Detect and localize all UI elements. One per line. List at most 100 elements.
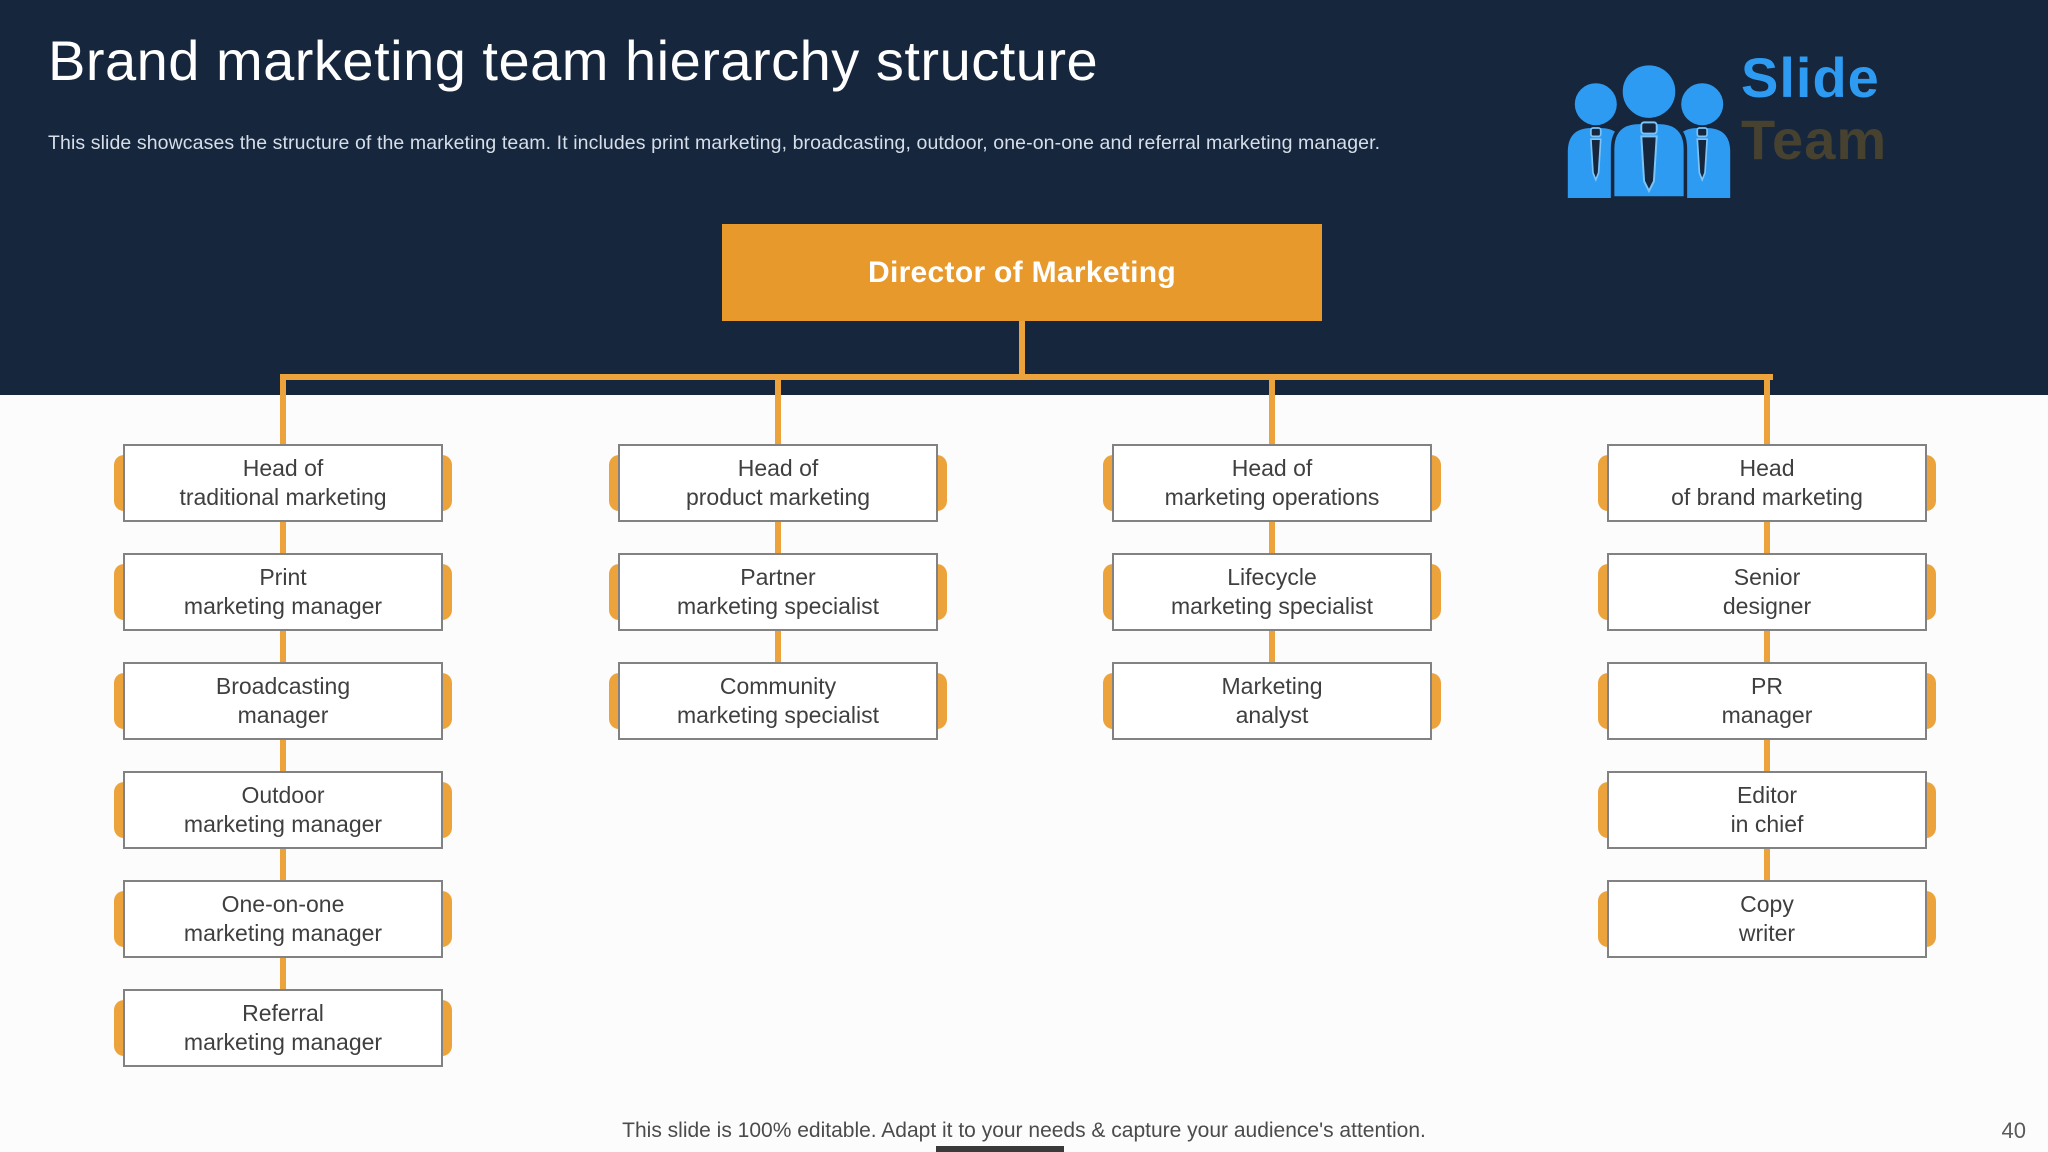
- org-node-label-line: marketing manager: [183, 593, 383, 619]
- org-node-label-line: Print: [259, 563, 307, 590]
- org-node-label-line: marketing operations: [1164, 484, 1380, 510]
- logo-word-slide: Slide: [1741, 46, 1880, 109]
- org-node-box: Head of brand marketing: [1607, 444, 1927, 522]
- org-node-label-line: Broadcasting: [215, 672, 351, 699]
- org-node: Marketing analyst: [1103, 662, 1441, 740]
- org-node-box: Community marketing specialist: [618, 662, 938, 740]
- org-node-box: Head of product marketing: [618, 444, 938, 522]
- org-node-label-line: marketing specialist: [677, 702, 879, 728]
- org-node: Copy writer: [1598, 880, 1936, 958]
- org-node-label-line: marketing manager: [183, 1029, 383, 1055]
- connector-link: [1764, 849, 1770, 880]
- slide-subtitle: This slide showcases the structure of th…: [48, 132, 1381, 154]
- org-node-label-line: marketing manager: [183, 920, 383, 946]
- org-node-box: Senior designer: [1607, 553, 1927, 631]
- director-box: Director of Marketing: [722, 224, 1322, 321]
- org-node: Senior designer: [1598, 553, 1936, 631]
- org-node-label-line: analyst: [1235, 702, 1309, 728]
- bottom-bar: [936, 1146, 1064, 1152]
- org-node-label-line: Editor: [1736, 781, 1798, 808]
- connector-link: [775, 522, 781, 553]
- org-node-box: Marketing analyst: [1112, 662, 1432, 740]
- org-node-label-line: Community: [719, 672, 837, 699]
- org-node-box: Referral marketing manager: [123, 989, 443, 1067]
- slideteam-logo: Slide Team: [1565, 50, 1985, 200]
- connector-link: [775, 631, 781, 662]
- connector-link: [1764, 740, 1770, 771]
- slide-footer: This slide is 100% editable. Adapt it to…: [622, 1119, 1426, 1142]
- org-node: Head of marketing operations: [1103, 444, 1441, 522]
- org-node: Referral marketing manager: [114, 989, 452, 1067]
- org-node-label-line: designer: [1722, 593, 1812, 619]
- org-node-label-line: marketing specialist: [677, 593, 879, 619]
- connector-link: [1269, 522, 1275, 553]
- org-node-box: Editor in chief: [1607, 771, 1927, 849]
- org-node: Community marketing specialist: [609, 662, 947, 740]
- org-node-label-line: Head of: [737, 454, 819, 481]
- org-node-label-line: Marketing: [1221, 672, 1323, 699]
- org-node-box: Partner marketing specialist: [618, 553, 938, 631]
- org-node-box: Outdoor marketing manager: [123, 771, 443, 849]
- org-node-label-line: Partner: [740, 563, 816, 590]
- org-node-label-line: writer: [1738, 920, 1796, 946]
- org-node-label-line: manager: [237, 702, 329, 728]
- org-node-box: One-on-one marketing manager: [123, 880, 443, 958]
- org-node-box: Broadcasting manager: [123, 662, 443, 740]
- org-node-label-line: product marketing: [685, 484, 871, 510]
- org-node-label-line: of brand marketing: [1671, 484, 1863, 510]
- org-node: PR manager: [1598, 662, 1936, 740]
- connector-link: [1764, 522, 1770, 553]
- org-node-box: Copy writer: [1607, 880, 1927, 958]
- connector-link: [280, 740, 286, 771]
- org-node: Head of product marketing: [609, 444, 947, 522]
- connector-link: [280, 849, 286, 880]
- org-node: One-on-one marketing manager: [114, 880, 452, 958]
- org-node: Head of brand marketing: [1598, 444, 1936, 522]
- org-node-box: Head of marketing operations: [1112, 444, 1432, 522]
- org-node-label-line: PR: [1751, 672, 1783, 699]
- connector-drop: [1269, 377, 1275, 444]
- connector-link: [280, 631, 286, 662]
- org-node: Print marketing manager: [114, 553, 452, 631]
- org-node-label-line: Copy: [1740, 890, 1794, 917]
- org-node-label-line: Senior: [1733, 563, 1801, 590]
- director-label: Director of Marketing: [867, 255, 1176, 289]
- connector-stem: [1019, 321, 1025, 377]
- connector-drop: [775, 377, 781, 444]
- connector-link: [280, 522, 286, 553]
- org-node-box: Print marketing manager: [123, 553, 443, 631]
- org-node-label-line: Head: [1739, 454, 1795, 481]
- org-node: Partner marketing specialist: [609, 553, 947, 631]
- logo-text: Slide Team: [1741, 50, 1887, 168]
- org-node-box: PR manager: [1607, 662, 1927, 740]
- org-node: Editor in chief: [1598, 771, 1936, 849]
- org-node-label-line: One-on-one: [221, 890, 345, 917]
- org-node-label-line: traditional marketing: [179, 484, 387, 510]
- connector-bus: [280, 374, 1773, 380]
- connector-link: [1764, 631, 1770, 662]
- org-node-label-line: Outdoor: [241, 781, 325, 808]
- connector-drop: [280, 377, 286, 444]
- connector-link: [1269, 631, 1275, 662]
- people-icon: [1567, 61, 1731, 198]
- org-node-label-line: Referral: [242, 999, 324, 1026]
- org-node: Outdoor marketing manager: [114, 771, 452, 849]
- org-node-label-line: manager: [1721, 702, 1813, 728]
- slide-title: Brand marketing team hierarchy structure: [48, 29, 1099, 92]
- org-node-label-line: Head of: [1231, 454, 1313, 481]
- org-node-label-line: in chief: [1730, 811, 1804, 837]
- org-node-label-line: marketing specialist: [1171, 593, 1373, 619]
- connector-drop: [1764, 377, 1770, 444]
- connector-link: [280, 958, 286, 989]
- org-node-label-line: marketing manager: [183, 811, 383, 837]
- org-node: Broadcasting manager: [114, 662, 452, 740]
